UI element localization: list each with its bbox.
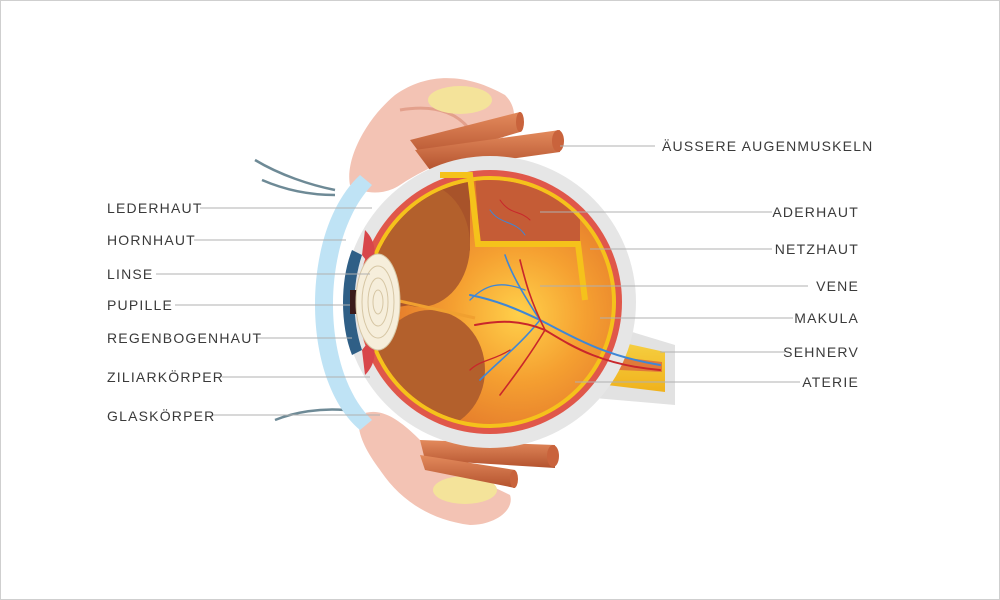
leader-lines-left: [156, 207, 380, 416]
label-linse: LINSE: [107, 266, 154, 282]
leader-lines-right: [540, 145, 808, 383]
upper-muscles: [410, 112, 564, 170]
label-regenbogenhaut: REGENBOGENHAUT: [107, 330, 263, 346]
label-sehnerv: SEHNERV: [783, 344, 859, 360]
label-makula: MAKULA: [794, 310, 859, 326]
blood-vessels: [469, 199, 661, 396]
label-glaskoerper: GLASKÖRPER: [107, 408, 216, 424]
label-aterie: ATERIE: [802, 374, 859, 390]
label-aderhaut: ADERHAUT: [772, 204, 859, 220]
pupil-shape: [350, 290, 360, 314]
eyelashes: [254, 158, 346, 422]
retina-band: [440, 172, 588, 301]
fat-tissue-upper: [428, 86, 492, 114]
cornea-shape: [315, 175, 372, 430]
lower-muscles: [420, 440, 559, 488]
label-hornhaut: HORNHAUT: [107, 232, 196, 248]
label-aeussere-augenmuskeln: ÄUSSERE AUGENMUSKELN: [662, 138, 874, 154]
label-lederhaut: LEDERHAUT: [107, 200, 203, 216]
ciliary-body-lower: [362, 340, 375, 375]
fat-tissue-lower: [433, 476, 497, 504]
label-netzhaut: NETZHAUT: [774, 241, 859, 257]
label-vene: VENE: [816, 278, 859, 294]
label-pupille: PUPILLE: [107, 297, 173, 313]
lens-shape: [355, 253, 401, 351]
visual-axis: [394, 298, 476, 320]
label-ziliarkoerper: ZILIARKÖRPER: [107, 369, 225, 385]
